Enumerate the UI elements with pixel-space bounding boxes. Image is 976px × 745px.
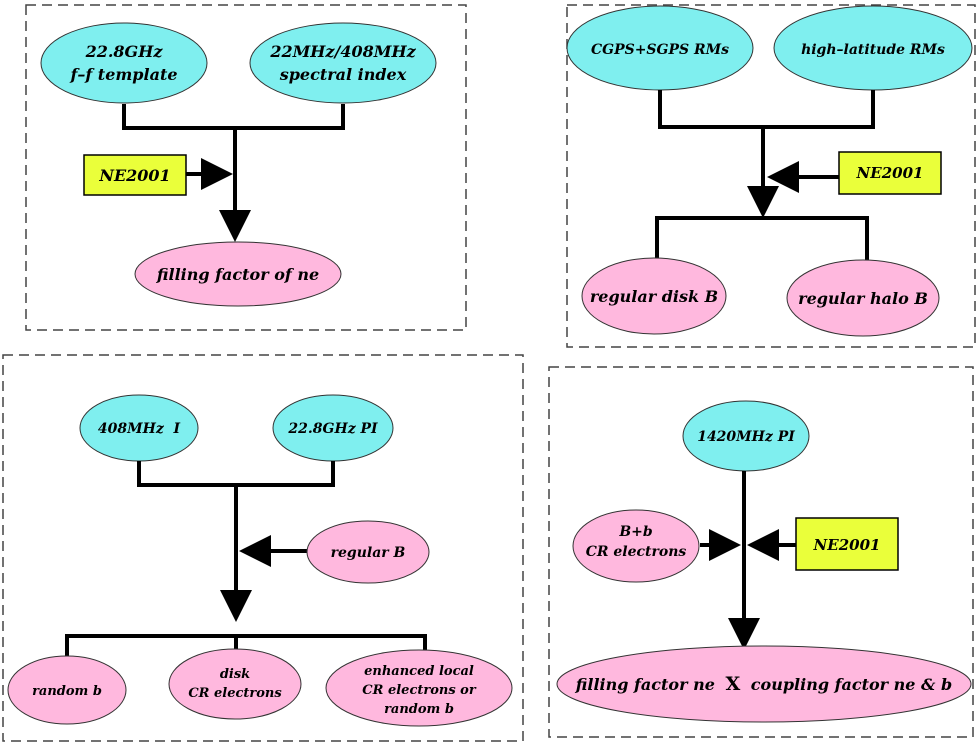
node-label: CR electrons or (362, 683, 477, 698)
output-part-1: filling factor ne (575, 675, 715, 694)
node-filling-coupling-factor: filling factor ne X coupling factor ne &… (556, 645, 972, 723)
node-label: regular disk B (590, 287, 718, 306)
box-ne2001: NE2001 (795, 517, 899, 571)
node-1420mhz-pi: 1420MHz PI (682, 400, 810, 472)
connector-lines (65, 461, 427, 662)
box-label: NE2001 (813, 536, 881, 554)
node-label: filling factor of ne (156, 265, 319, 284)
connector-lines (700, 471, 796, 650)
node-label: CR electrons (188, 686, 282, 701)
node-high-latitude-rms: high–latitude RMs (773, 5, 973, 91)
node-label: filling factor ne X coupling factor ne &… (575, 673, 952, 695)
node-label: regular B (331, 545, 406, 561)
node-label: 22.8GHz PI (287, 421, 378, 437)
node-disk-cr-electrons: disk CR electrons (168, 648, 302, 720)
node-label: spectral index (279, 65, 407, 84)
box-ne2001: NE2001 (838, 151, 942, 195)
panel-top-right: CGPS+SGPS RMs high–latitude RMs NE2001 r… (566, 4, 976, 348)
node-label: regular halo B (798, 289, 928, 308)
node-label: 22.8GHz (85, 42, 164, 61)
node-label: 408MHz I (98, 421, 181, 437)
node-label: disk (220, 667, 250, 682)
panel-border (2, 354, 524, 742)
panel-top-left: 22.8GHz f–f template 22MHz/408MHz spectr… (25, 4, 467, 331)
times-symbol: X (725, 673, 740, 695)
node-spectral-index: 22MHz/408MHz spectral index (249, 22, 437, 104)
panel-border (25, 4, 467, 331)
node-label: high–latitude RMs (801, 42, 945, 58)
panel-bottom-right: 1420MHz PI B+b CR electrons NE2001 filli… (548, 366, 974, 738)
connector-lines (122, 104, 345, 242)
connector-lines (655, 90, 875, 260)
node-label: f–f template (69, 65, 177, 84)
node-enhanced-local: enhanced local CR electrons or random b (325, 649, 513, 727)
node-regular-halo-b: regular halo B (786, 259, 940, 337)
panel-bottom-left: 408MHz I 22.8GHz PI regular B random b d… (2, 354, 524, 742)
node-label: 1420MHz PI (697, 429, 795, 445)
node-label: CGPS+SGPS RMs (591, 42, 729, 58)
panel-border (548, 366, 974, 738)
node-regular-disk-b: regular disk B (581, 257, 727, 335)
node-b-plus-b-cr-electrons: B+b CR electrons (572, 509, 700, 583)
node-label: CR electrons (586, 544, 687, 560)
node-label: B+b (618, 524, 653, 540)
node-408mhz-i: 408MHz I (79, 394, 199, 462)
box-label: NE2001 (98, 166, 170, 185)
node-random-b: random b (7, 655, 127, 725)
box-ne2001: NE2001 (83, 154, 187, 196)
node-label: 22MHz/408MHz (269, 42, 416, 61)
node-cgps-sgps-rms: CGPS+SGPS RMs (566, 5, 754, 91)
box-label: NE2001 (856, 164, 924, 182)
node-label: random b (384, 702, 454, 717)
node-label: enhanced local (364, 664, 474, 679)
node-22-8ghz-pi: 22.8GHz PI (272, 394, 394, 462)
node-label: random b (32, 684, 102, 699)
node-22-8ghz-ff-template: 22.8GHz f–f template (40, 22, 208, 104)
panel-border (566, 4, 976, 348)
node-regular-b: regular B (306, 520, 430, 584)
node-filling-factor-of-ne: filling factor of ne (134, 241, 342, 307)
output-part-2: coupling factor ne & b (751, 675, 952, 694)
